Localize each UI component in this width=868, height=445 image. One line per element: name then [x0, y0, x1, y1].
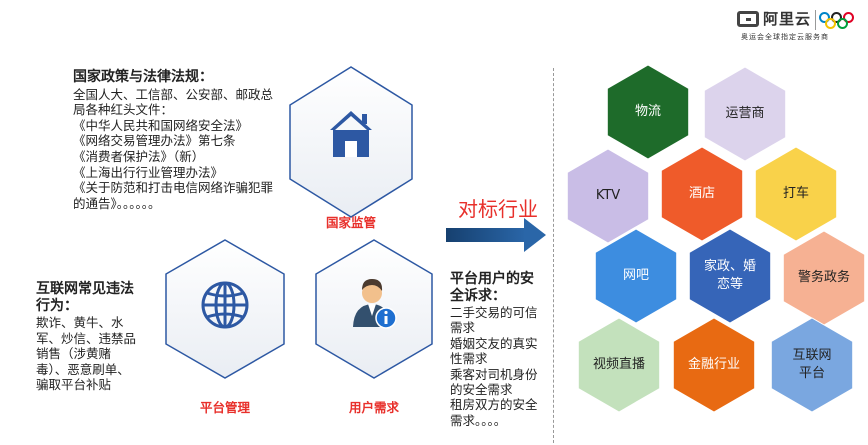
user-appeal-line: 乘客对司机身份: [450, 366, 538, 382]
user-appeal-line: 婚姻交友的真实: [450, 335, 538, 351]
industry-hexagon: [703, 66, 787, 162]
illegal-behavior-block: 互联网常见违法 行为： 欺诈、黄牛、水 军、炒信、违禁品 销售（涉黄赌 毒）、恶…: [36, 281, 151, 393]
policy-line: 《网络交易管理办法》第七条: [73, 133, 236, 149]
user-appeal-title-line: 平台用户的安: [450, 271, 534, 287]
illegal-line: 欺诈、黄牛、水: [36, 315, 124, 330]
policy-line: 《关于防范和打击电信网络诈骗犯罪: [73, 180, 274, 196]
policy-line: 的通告》。。。。。。: [73, 195, 161, 211]
olympic-ring-red-icon: [843, 12, 854, 23]
user-demand-label: 用户需求: [348, 400, 399, 415]
industry-label: 打车: [782, 186, 809, 201]
olympic-ring-black-icon: [831, 12, 842, 23]
illegal-line: 军、炒信、违禁品: [36, 330, 137, 346]
illegal-line: 销售（涉黄赌: [36, 346, 112, 362]
alibaba-cloud-mark-icon: [737, 11, 759, 27]
logo-brand-text: 阿里云: [763, 10, 812, 28]
user-appeal-line: 需求。。。。: [450, 412, 507, 428]
policy-line: 《中华人民共和国网络安全法》: [73, 117, 249, 133]
industry-label: 视频直播: [592, 357, 645, 372]
logo-divider: [815, 10, 816, 30]
user-appeal-line: 二手交易的可信: [450, 305, 538, 320]
policy-line: 全国人大、工信部、公安部、邮政总: [73, 86, 274, 102]
policy-line: 局各种红头文件：: [73, 102, 174, 118]
illegal-line: 骗取平台补贴: [36, 377, 112, 393]
policy-text-block: 国家政策与法律法规： 全国人大、工信部、公安部、邮政总 局各种红头文件： 《中华…: [73, 69, 293, 211]
industry-hexagon: [770, 317, 854, 413]
industry-hexagons: [566, 64, 866, 413]
illegal-line: 毒）、恶意刷单、: [36, 361, 130, 377]
industry-hexagon: [606, 64, 690, 160]
user-appeal-line: 性需求: [450, 351, 488, 367]
industry-hexagon: [566, 148, 650, 244]
industry-label: 家政、婚 恋等: [703, 259, 756, 292]
industry-hexagon: [577, 317, 661, 413]
industry-hexagon: [660, 146, 744, 242]
industry-hexagon: [672, 317, 756, 413]
home-icon: [330, 111, 372, 157]
industry-label: 网吧: [622, 268, 649, 283]
industry-label: 物流: [634, 104, 661, 119]
regulation-label: 国家监管: [325, 215, 376, 230]
benchmark-arrow-label: 对标行业: [458, 197, 538, 221]
industry-label: 酒店: [688, 186, 715, 201]
industry-label: KTV: [595, 188, 621, 203]
policy-line: 《消费者保护法》（新）: [73, 148, 205, 164]
policy-line: 《上海出行行业管理办法》: [73, 164, 224, 180]
globe-icon: [201, 281, 249, 329]
industry-label: 金融行业: [687, 357, 740, 372]
user-appeal-line: 需求: [450, 320, 476, 336]
user-appeal-line: 租房双方的安全: [450, 397, 538, 413]
user-appeal-title-line: 全诉求：: [450, 288, 506, 304]
olympic-ring-yellow-icon: [825, 18, 836, 29]
industry-label: 运营商: [725, 106, 765, 121]
industry-label: 警务政务: [797, 270, 850, 285]
industry-hexagon: [594, 228, 678, 324]
illegal-title-line: 互联网常见违法: [36, 281, 134, 297]
alibaba-cloud-logo: 阿里云 奥运会全球指定云服务商: [737, 6, 862, 42]
platform-label: 平台管理: [199, 400, 250, 415]
olympic-ring-green-icon: [837, 18, 848, 29]
industry-label: 互联网 平台: [792, 348, 832, 381]
logo-subtitle: 奥运会全球指定云服务商: [741, 33, 829, 41]
industry-hexagon: [754, 146, 838, 242]
illegal-title-line: 行为：: [36, 298, 78, 314]
policy-title: 国家政策与法律法规：: [73, 69, 213, 85]
user-appeal-line: 的安全需求: [450, 382, 513, 398]
separator-line: [553, 68, 554, 443]
user-info-icon: [353, 279, 397, 329]
benchmark-arrow: [446, 218, 546, 252]
user-appeal-block: 平台用户的安 全诉求： 二手交易的可信 需求 婚姻交友的真实 性需求 乘客对司机…: [450, 271, 550, 428]
olympic-ring-blue-icon: [819, 12, 830, 23]
industry-hexagon: [688, 228, 772, 324]
